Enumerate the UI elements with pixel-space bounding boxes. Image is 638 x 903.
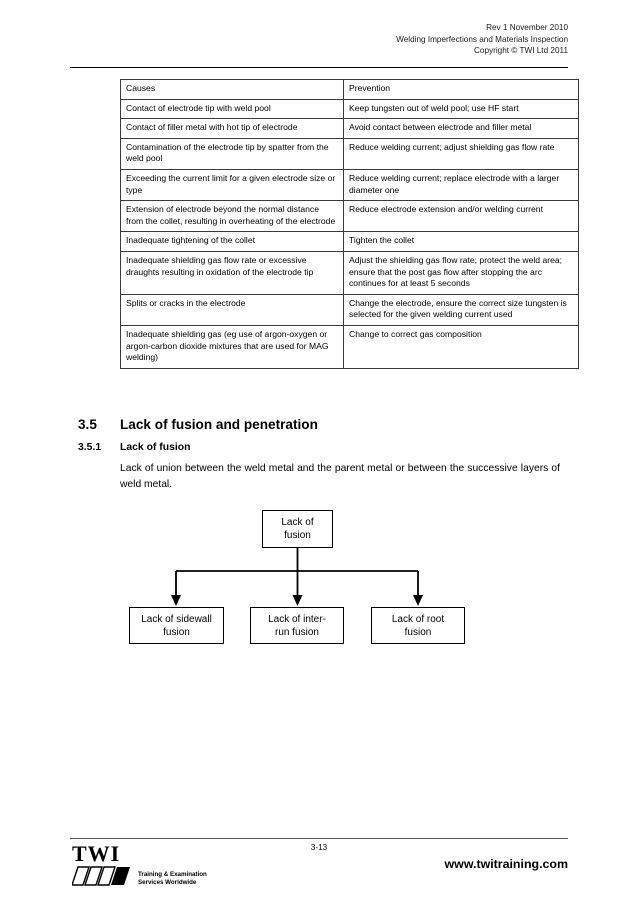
body-paragraph: Lack of union between the weld metal and… (120, 463, 560, 490)
table-body: Causes Prevention Contact of electrode t… (120, 79, 579, 369)
table-row: Exceeding the current limit for a given … (120, 168, 579, 202)
causes-prevention-table: Causes Prevention Contact of electrode t… (120, 79, 579, 369)
prevention-cell: Reduce welding current; replace electrod… (343, 168, 579, 202)
header-divider (70, 67, 568, 68)
flow-node-root-fusion: Lack of root fusion (371, 607, 465, 644)
table-row: Inadequate shielding gas flow rate or ex… (120, 250, 579, 295)
cause-cell: Extension of electrode beyond the normal… (120, 200, 344, 233)
page-header: Rev 1 November 2010 Welding Imperfection… (70, 22, 568, 57)
cause-cell: Contact of filler metal with hot tip of … (120, 118, 344, 139)
subsection-title: Lack of fusion (120, 442, 191, 453)
prevention-cell: Reduce electrode extension and/or weldin… (343, 200, 579, 233)
flow-node-sidewall-fusion: Lack of sidewall fusion (129, 607, 224, 644)
table-row: Contamination of the electrode tip by sp… (120, 137, 579, 170)
table-row: Contact of filler metal with hot tip of … (120, 118, 579, 139)
cause-cell: Splits or cracks in the electrode (120, 293, 344, 326)
flow-node-inter-run-fusion: Lack of inter- run fusion (250, 607, 344, 644)
prevention-cell: Change the electrode, ensure the correct… (343, 293, 579, 326)
table-header-row: Causes Prevention (120, 79, 579, 100)
twi-logo-bars-icon (71, 866, 130, 886)
table-row: Inadequate shielding gas (eg use of argo… (120, 324, 579, 369)
prevention-cell: Avoid contact between electrode and fill… (343, 118, 579, 139)
cause-cell: Contamination of the electrode tip by sp… (120, 137, 344, 170)
cause-cell: Inadequate shielding gas flow rate or ex… (120, 250, 344, 295)
prevention-cell: Adjust the shielding gas flow rate; prot… (343, 250, 579, 295)
footer-website-url: www.twitraining.com (444, 857, 568, 871)
twi-logo-wordmark: TWI (72, 841, 121, 866)
cause-cell: Inadequate tightening of the collet (120, 231, 344, 252)
twi-logo-tagline-line2: Services Worldwide (138, 879, 197, 887)
subsection-number: 3.5.1 (78, 442, 102, 453)
section-title: Lack of fusion and penetration (120, 417, 318, 432)
footer-divider (70, 838, 568, 839)
table-row: Splits or cracks in the electrode Change… (120, 293, 579, 326)
cause-cell: Inadequate shielding gas (eg use of argo… (120, 324, 344, 369)
prevention-cell: Keep tungsten out of weld pool; use HF s… (343, 98, 579, 120)
cause-cell: Contact of electrode tip with weld pool (120, 98, 344, 120)
flow-node-root: Lack of fusion (262, 510, 333, 548)
page-number: 3-13 (310, 843, 328, 852)
table-row: Inadequate tightening of the collet Tigh… (120, 231, 579, 252)
prevention-cell: Tighten the collet (343, 231, 579, 252)
cause-cell: Exceeding the current limit for a given … (120, 168, 344, 202)
section-number: 3.5 (78, 417, 97, 432)
twi-logo: TWI Training & Examination Services Worl… (71, 841, 272, 893)
twi-logo-tagline: Training & Examination Services Worldwid… (138, 871, 207, 887)
column-header-prevention: Prevention (343, 79, 579, 100)
prevention-cell: Reduce welding current; adjust shielding… (343, 137, 579, 170)
header-copyright: Copyright © TWI Ltd 2011 (473, 46, 568, 55)
twi-logo-tagline-line1: Training & Examination (138, 871, 207, 878)
column-header-causes: Causes (120, 79, 344, 100)
table-row: Extension of electrode beyond the normal… (120, 200, 579, 233)
header-revision: Rev 1 November 2010 (486, 23, 568, 32)
prevention-cell: Change to correct gas composition (343, 324, 579, 369)
table-row: Contact of electrode tip with weld pool … (120, 98, 579, 120)
header-document-title: Welding Imperfections and Materials Insp… (396, 34, 568, 44)
